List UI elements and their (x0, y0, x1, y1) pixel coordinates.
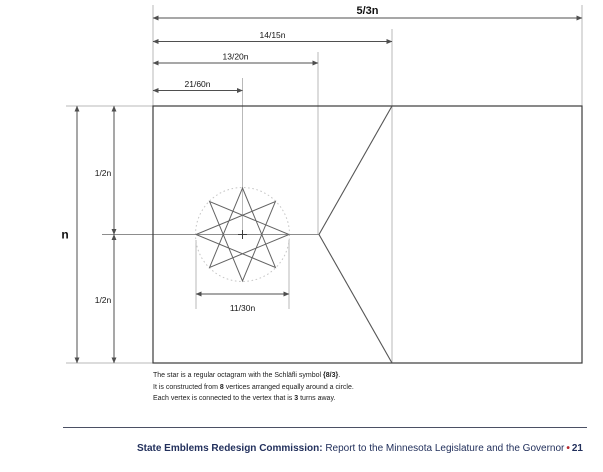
footer-divider (63, 427, 587, 429)
caption-line-1-bold: {8/3} (323, 372, 339, 379)
page-footer: State Emblems Redesign Commission: Repor… (137, 443, 583, 454)
footer-report-subtitle: Report to the Minnesota Legislature and … (322, 443, 565, 454)
dimension-label-21-60n: 21/60n (185, 79, 211, 89)
dimension-width-14-15n: 14/15n (152, 30, 393, 44)
dimension-height-total: n (61, 105, 80, 364)
caption-line-3: Each vertex is connected to the vertex t… (153, 393, 473, 405)
caption-line-1: The star is a regular octagram with the … (153, 370, 473, 382)
dimension-label-13-20n: 13/20n (223, 52, 249, 62)
star-center-cross (238, 230, 247, 239)
caption-line-1-end: . (338, 372, 341, 379)
caption-line-2-bold: 8 (219, 383, 224, 391)
footer-report-title: State Emblems Redesign Commission: (136, 443, 323, 454)
extension-lines (66, 5, 583, 364)
dimension-label-1-2n-lower: 1/2n (95, 295, 112, 305)
diagram-caption: The star is a regular octagram with the … (153, 370, 473, 405)
dimension-star-diameter: 11/30n (195, 291, 290, 313)
footer-bullet: • (566, 443, 570, 454)
flag-construction-diagram: 5/3n 14/15n 13/20n 21/60n 11/30n n (61, 5, 583, 364)
dimension-label-5-3n: 5/3n (356, 5, 378, 17)
caption-line-3-text: Each vertex is connected to the vertex t… (153, 395, 295, 403)
chevron-lines (318, 105, 393, 364)
octagram-star (194, 186, 291, 283)
dimension-label-14-15n: 14/15n (260, 30, 286, 40)
caption-line-3-bold: 3 (294, 395, 299, 403)
dimension-label-1-2n-upper: 1/2n (95, 168, 112, 178)
caption-line-3-end: turns away. (298, 395, 336, 403)
dimension-height-upper: 1/2n (95, 105, 117, 235)
flag-outline (152, 105, 583, 364)
caption-line-1-text: The star is a regular octagram with the … (153, 372, 324, 379)
dimension-width-total: 5/3n (152, 5, 583, 21)
dimension-width-21-60n: 21/60n (152, 79, 243, 93)
caption-line-2: It is constructed from 8 vertices arrang… (153, 382, 473, 394)
footer-page-number: 21 (571, 443, 583, 454)
dimension-label-n: n (61, 228, 68, 242)
star-path (194, 186, 291, 283)
dimension-height-lower: 1/2n (95, 234, 117, 364)
dimension-label-11-30n: 11/30n (230, 303, 256, 313)
caption-line-2-text: It is constructed from (153, 383, 220, 391)
caption-line-2-end: vertices arranged equally around a circl… (223, 383, 354, 391)
dimension-width-13-20n: 13/20n (152, 52, 319, 66)
